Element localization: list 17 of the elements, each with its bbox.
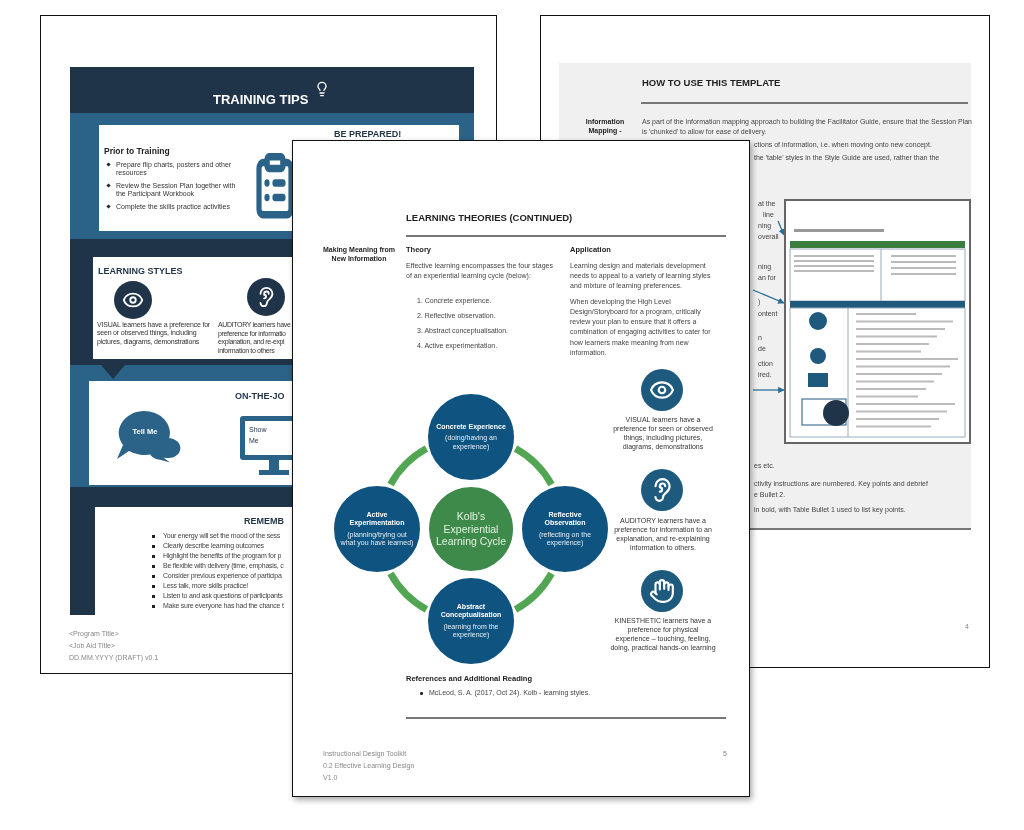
document-thumbnail-drawing <box>784 199 971 444</box>
cycle-arc <box>387 571 429 613</box>
heading: TRAINING TIPS <box>213 92 309 107</box>
heading: HOW TO USE THIS TEMPLATE <box>642 77 781 88</box>
cycle-arc <box>513 571 555 613</box>
cycle-arc <box>387 445 429 487</box>
cycle-arc <box>513 445 555 487</box>
heading: LEARNING THEORIES (CONTINUED) <box>406 212 573 223</box>
heading: LEARNING STYLES <box>98 266 183 276</box>
heading: REMEMB <box>244 516 284 526</box>
leader-line <box>752 386 785 394</box>
subheading: Prior to Training <box>104 146 170 156</box>
heading: ON-THE-JO <box>235 391 285 401</box>
leader-line <box>752 289 785 304</box>
leader-line <box>777 220 785 236</box>
heading: BE PREPARED! <box>334 129 402 139</box>
circle-heading: Kolb's Experiential Learning Cycle <box>435 510 507 548</box>
